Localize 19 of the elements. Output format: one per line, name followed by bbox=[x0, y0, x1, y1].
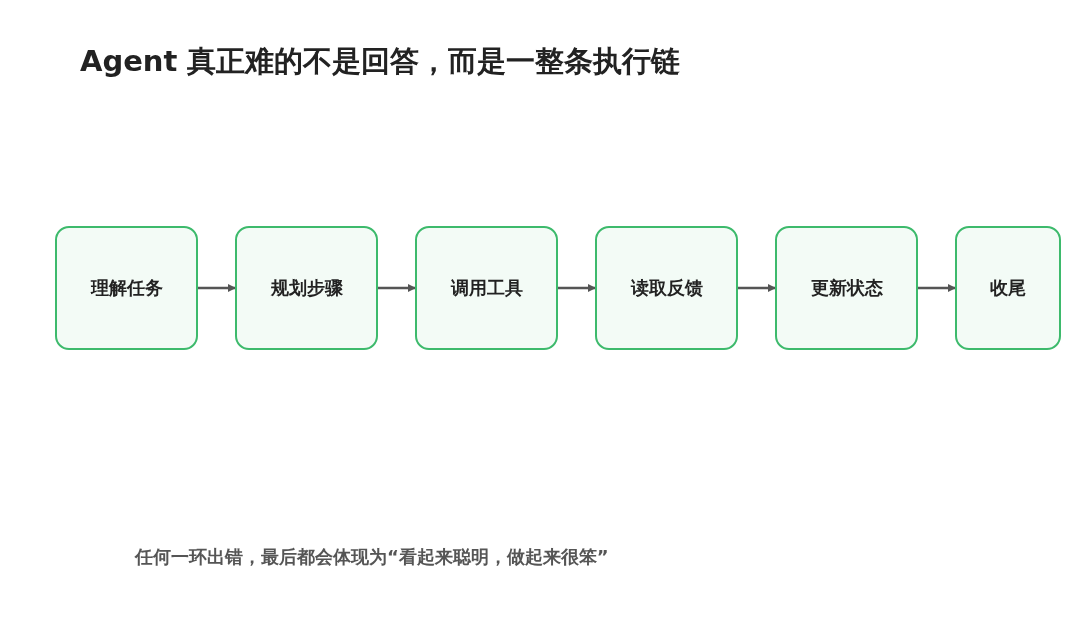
arrow bbox=[738, 284, 776, 292]
process-box bbox=[955, 226, 1061, 350]
box-label: 读取反馈 bbox=[630, 276, 703, 300]
process-box bbox=[595, 226, 738, 350]
process-box bbox=[415, 226, 558, 350]
caption: 任何一环出错，最后都会体现为“看起来聪明，做起来很笨” bbox=[135, 545, 609, 569]
process-box bbox=[235, 226, 378, 350]
arrow bbox=[918, 284, 956, 292]
box-label: 调用工具 bbox=[450, 276, 523, 300]
arrow bbox=[558, 284, 596, 292]
box-label: 规划步骤 bbox=[270, 276, 343, 300]
arrow bbox=[378, 284, 416, 292]
box-label: 更新状态 bbox=[810, 276, 883, 300]
box-label: 理解任务 bbox=[90, 276, 163, 300]
process-box bbox=[55, 226, 198, 350]
diagram-title: Agent 真正难的不是回答，而是一整条执行链 bbox=[80, 43, 681, 80]
arrow bbox=[198, 284, 236, 292]
process-box bbox=[775, 226, 918, 350]
box-label: 收尾 bbox=[990, 276, 1026, 300]
